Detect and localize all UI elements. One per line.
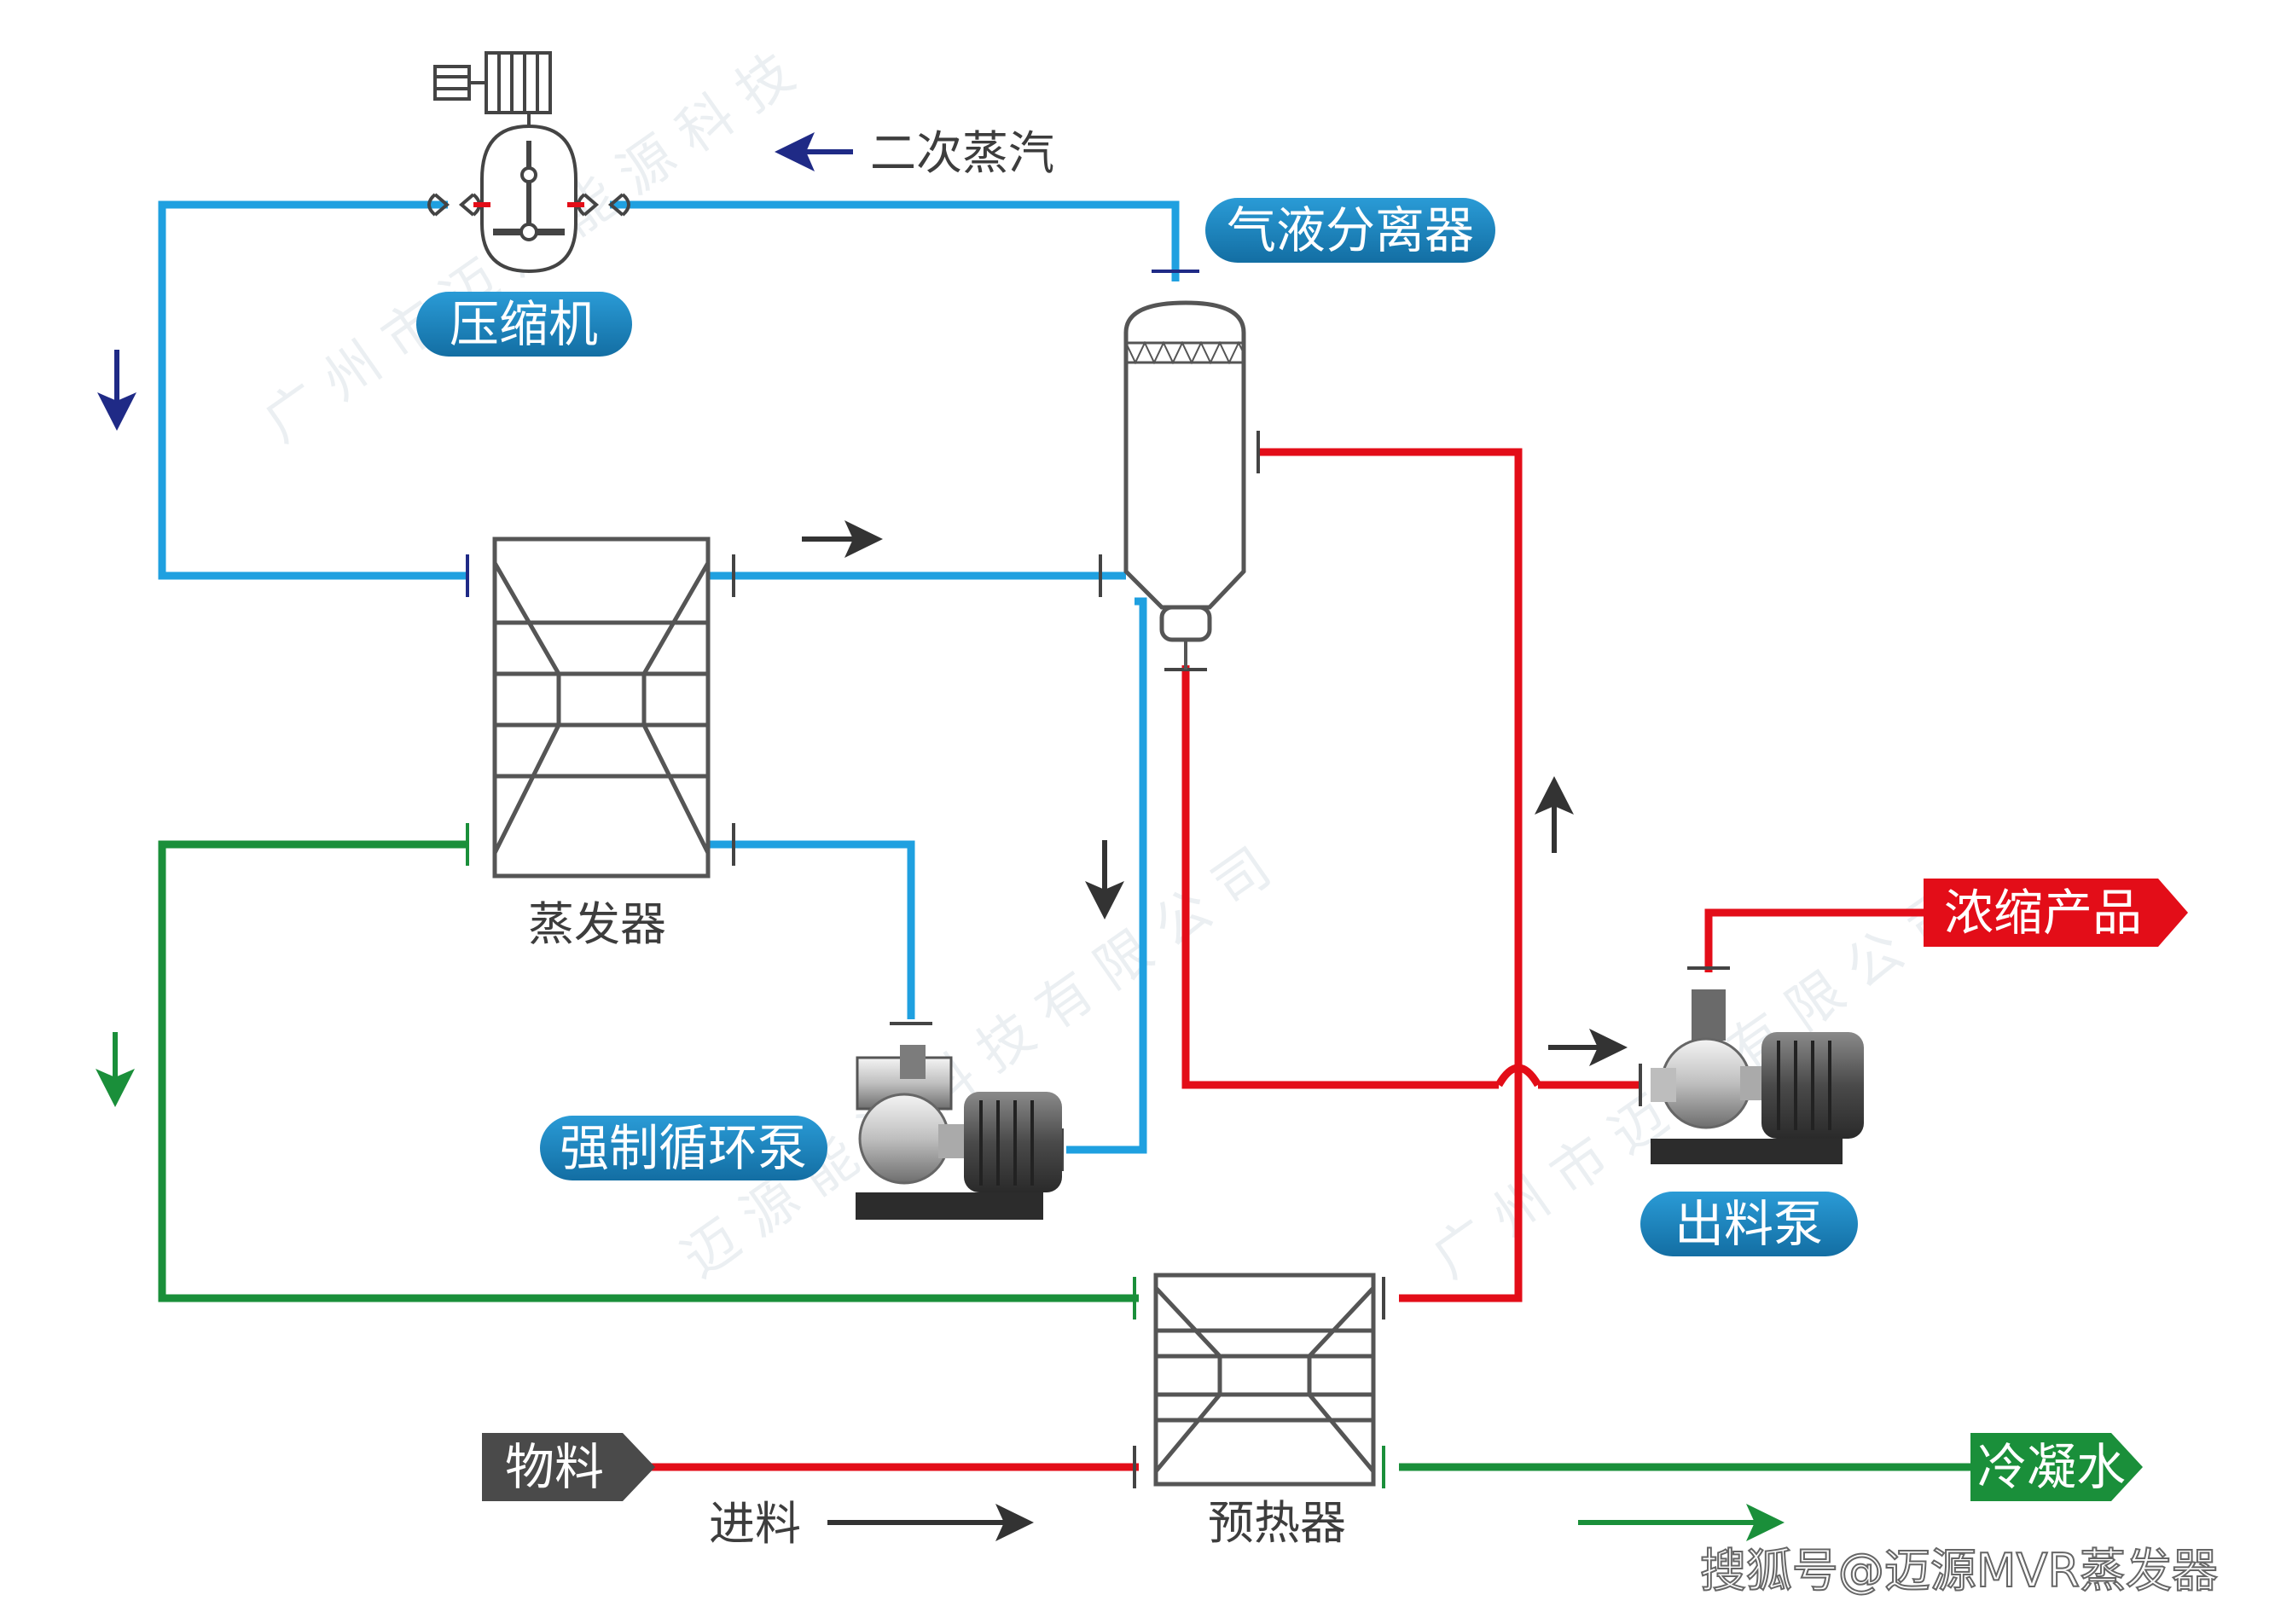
separator-icon	[1123, 300, 1246, 670]
arrow-condensate-out-icon	[1578, 1504, 1785, 1541]
compressor-icon	[427, 51, 630, 274]
arrow-up-product-icon	[1535, 776, 1574, 853]
flange-marks-green	[466, 823, 1385, 1488]
steam-pipes	[158, 200, 1180, 1154]
preheater-label: 预热器	[1208, 1496, 1346, 1550]
condensate-pipes	[158, 840, 1979, 1471]
circ-pump-label: 强制循环泵	[560, 1119, 807, 1177]
arrow-down-condensate-icon	[96, 1032, 135, 1107]
separator-tag: 气液分离器	[1205, 198, 1495, 263]
material-tag: 物料	[482, 1433, 655, 1501]
discharge-pump-tag: 出料泵	[1640, 1192, 1858, 1256]
condensate-label: 冷凝水	[1977, 1438, 2126, 1496]
discharge-pump-label: 出料泵	[1674, 1195, 1823, 1253]
evaporator-icon	[492, 536, 711, 879]
arrow-secondary-steam-icon	[775, 132, 853, 171]
secondary-steam-label: 二次蒸汽	[870, 126, 1054, 180]
compressor-tag: 压缩机	[416, 292, 632, 357]
arrow-right-evaporator-icon	[802, 520, 883, 558]
flange-marks	[466, 270, 1199, 597]
product-tag: 浓缩产品	[1924, 879, 2188, 947]
material-label: 物料	[505, 1438, 604, 1496]
product-label: 浓缩产品	[1944, 884, 2142, 942]
product-pipes	[648, 448, 1928, 1471]
arrow-down-steam-icon	[97, 350, 136, 431]
circ-pump-tag: 强制循环泵	[540, 1116, 827, 1180]
circulation-pump-icon	[856, 1045, 1062, 1220]
source-watermark: 搜狐号@迈源MVR蒸发器	[1700, 1544, 2218, 1598]
separator-label: 气液分离器	[1227, 201, 1474, 259]
arrow-right-pump-icon	[1548, 1029, 1628, 1066]
evaporator-label: 蒸发器	[528, 897, 666, 951]
condensate-tag: 冷凝水	[1970, 1433, 2143, 1501]
compressor-label: 压缩机	[450, 295, 598, 353]
discharge-pump-icon	[1651, 989, 1864, 1164]
arrow-down-circ-icon	[1085, 840, 1124, 919]
arrow-feed-icon	[827, 1504, 1034, 1541]
svg-text:迈 源 能 源 科 技 有 限 公 司: 迈 源 能 源 科 技 有 限 公 司	[671, 836, 1283, 1290]
preheater-icon	[1153, 1273, 1376, 1487]
feed-label: 进料	[709, 1497, 801, 1551]
